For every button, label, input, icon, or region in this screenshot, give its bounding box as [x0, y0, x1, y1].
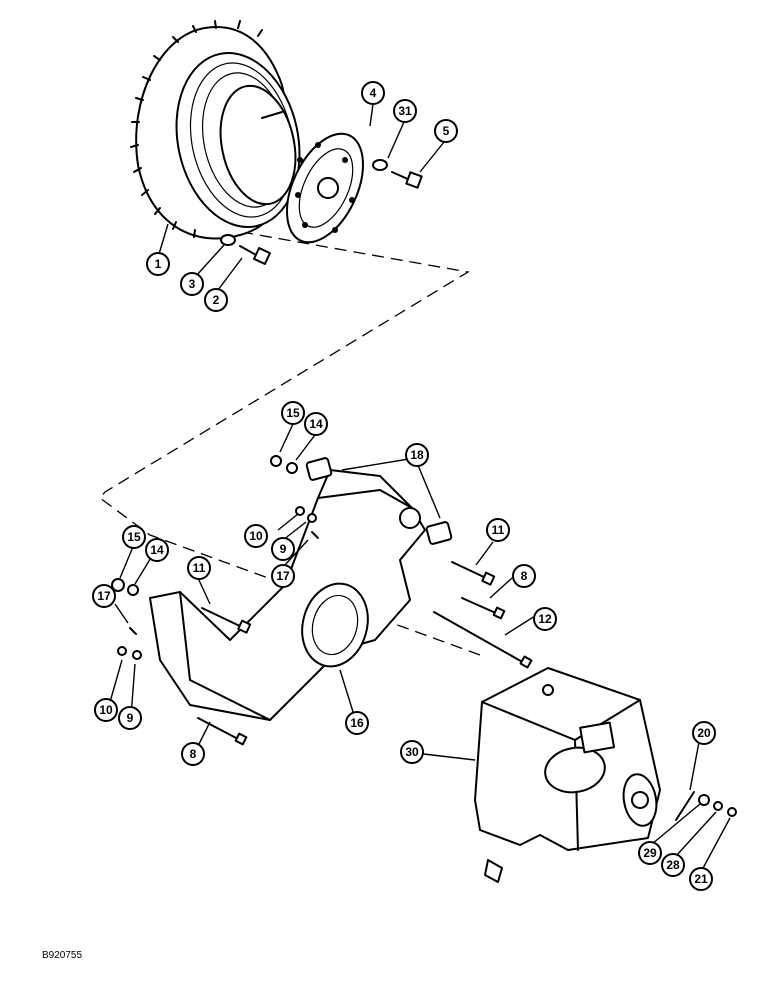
bolt-12 [433, 611, 533, 669]
callout-5: 5 [434, 119, 458, 143]
callout-18: 18 [405, 443, 429, 467]
callout-14: 14 [145, 538, 169, 562]
wheel-drive-hub [130, 20, 301, 240]
callout-label: 8 [190, 747, 197, 761]
callout-label: 31 [398, 104, 412, 118]
washer-9-lower [132, 650, 142, 660]
bolt-11-left [201, 607, 252, 634]
coupling-disc [286, 132, 364, 244]
washer-31 [372, 159, 388, 171]
callout-30: 30 [400, 740, 424, 764]
bushing-18-lower [425, 521, 453, 545]
nut-10-lower [117, 646, 127, 656]
callout-31: 31 [393, 99, 417, 123]
callout-label: 9 [280, 542, 287, 556]
callout-16: 16 [345, 711, 369, 735]
pin-17-upper [311, 531, 319, 539]
callout-15: 15 [281, 401, 305, 425]
callout-9: 9 [118, 706, 142, 730]
washer-3 [220, 234, 236, 246]
bolt-2 [239, 245, 271, 265]
callout-label: 17 [97, 589, 111, 603]
callout-label: 14 [150, 543, 164, 557]
callout-14: 14 [304, 412, 328, 436]
callout-12: 12 [533, 607, 557, 631]
callout-8: 8 [181, 742, 205, 766]
callout-label: 10 [99, 703, 113, 717]
callout-3: 3 [180, 272, 204, 296]
bushing-18-upper [305, 457, 333, 481]
nut-21 [727, 807, 737, 817]
pin-17-lower [129, 627, 137, 635]
callout-label: 15 [127, 530, 141, 544]
bolt-8-lower [197, 717, 248, 746]
callout-17: 17 [92, 584, 116, 608]
callout-label: 11 [492, 523, 505, 537]
callout-label: 12 [538, 612, 552, 626]
leader-lines [109, 103, 731, 871]
bolt-11-right [451, 561, 496, 586]
callout-2: 2 [204, 288, 228, 312]
bolt-5 [391, 171, 423, 189]
hydraulic-motor [474, 667, 661, 883]
nut-15-lower [111, 578, 125, 592]
callout-20: 20 [692, 721, 716, 745]
callout-label: 16 [350, 716, 364, 730]
callout-label: 11 [193, 561, 206, 575]
callout-label: 3 [189, 277, 196, 291]
drawing-id: B920755 [42, 950, 82, 961]
callout-label: 28 [666, 858, 680, 872]
callout-label: 21 [694, 872, 708, 886]
callout-label: 9 [127, 711, 134, 725]
callout-1: 1 [146, 252, 170, 276]
washer-9-upper [307, 513, 317, 523]
washer-29 [698, 794, 710, 806]
callout-9: 9 [271, 537, 295, 561]
callout-label: 10 [249, 529, 263, 543]
callout-21: 21 [689, 867, 713, 891]
callout-label: 30 [405, 745, 419, 759]
washer-14-upper [286, 462, 298, 474]
callout-11: 11 [486, 518, 510, 542]
callout-28: 28 [661, 853, 685, 877]
callout-label: 18 [410, 448, 424, 462]
callout-17: 17 [271, 564, 295, 588]
bolt-8-right [461, 597, 506, 620]
stud-20 [675, 791, 695, 821]
callout-label: 1 [155, 257, 162, 271]
callout-label: 14 [309, 417, 323, 431]
callout-15: 15 [122, 525, 146, 549]
callout-label: 29 [643, 846, 657, 860]
nut-15-upper [270, 455, 282, 467]
washer-28 [713, 801, 723, 811]
callout-29: 29 [638, 841, 662, 865]
callout-10: 10 [244, 524, 268, 548]
nut-10-upper [295, 506, 305, 516]
callout-label: 5 [443, 124, 450, 138]
callout-label: 20 [697, 726, 711, 740]
callout-label: 8 [521, 569, 528, 583]
alignment-dashed-line [99, 221, 481, 656]
callout-label: 2 [213, 293, 220, 307]
callouts: 1 2 3 4 5 31 15 14 18 10 9 17 11 8 12 15… [92, 81, 716, 891]
axle-housing [149, 469, 426, 721]
callout-label: 15 [286, 406, 300, 420]
callout-11: 11 [187, 556, 211, 580]
callout-10: 10 [94, 698, 118, 722]
callout-8: 8 [512, 564, 536, 588]
callout-label: 17 [276, 569, 290, 583]
callout-4: 4 [361, 81, 385, 105]
washer-14-lower [127, 584, 139, 596]
callout-label: 4 [370, 86, 377, 100]
